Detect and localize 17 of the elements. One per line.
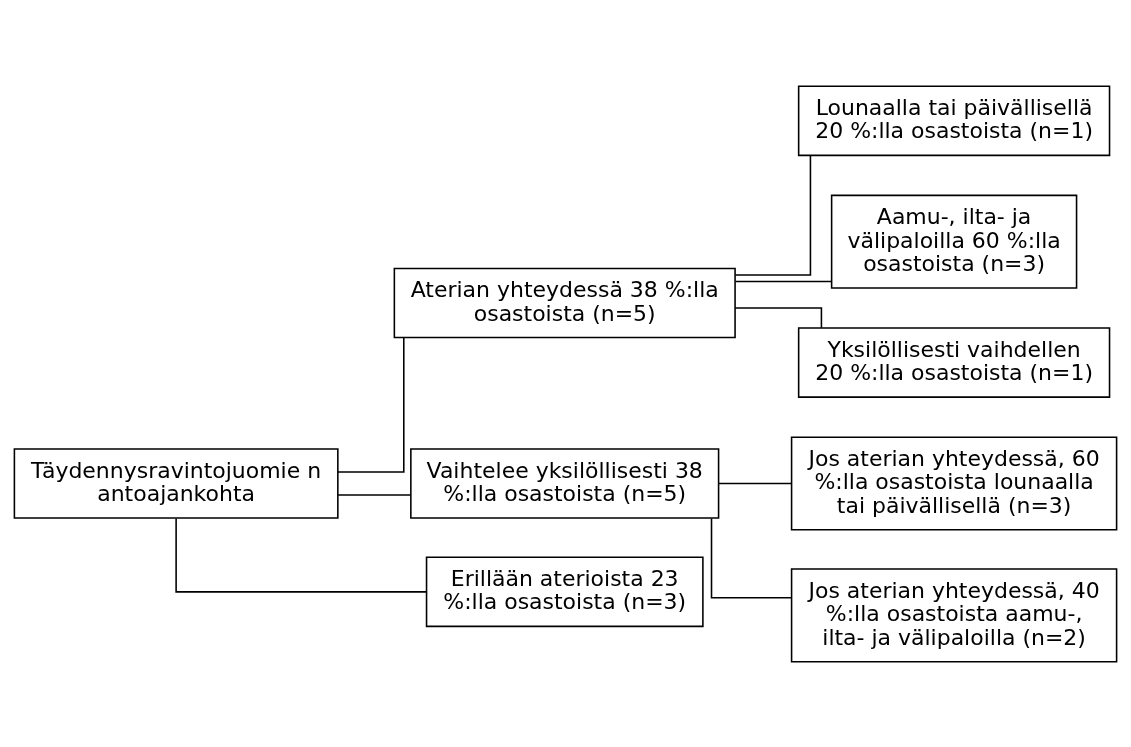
node-box: Erillään aterioista 23 %:lla osastoista (n=3): [425, 556, 704, 627]
node-box: Aterian yhteydessä 38 %:lla osastoista (n=5): [393, 267, 736, 338]
connector: [734, 154, 812, 276]
connector: [717, 482, 792, 484]
node-box: Lounaalla tai päivällisellä 20 %:lla osastoista (n=1): [797, 85, 1111, 156]
node-box: Jos aterian yhteydessä, 40 %:lla osastoista aamu-, ilta- ja välipaloilla (n=2): [790, 567, 1118, 662]
connector: [710, 517, 792, 599]
connector: [337, 493, 412, 496]
connector: [175, 517, 427, 593]
connector: [734, 306, 823, 329]
node-box: Yksilöllisesti vaihdellen 20 %:lla osastoista (n=1): [797, 326, 1111, 398]
connector: [337, 336, 405, 473]
node-box: Aamu-, ilta- ja välipaloilla 60 %:lla osastoista (n=3): [830, 194, 1078, 289]
node-box: Vaihtelee yksilöllisesti 38 %:lla osastoista (n=5): [410, 447, 720, 519]
node-box: Jos aterian yhteydessä, 60 %:lla osastoista lounaalla tai päivällisellä (n=3): [790, 435, 1118, 531]
node-box: Täydennysravintojuomie n antoajankohta: [13, 447, 339, 519]
connector: [734, 280, 833, 282]
